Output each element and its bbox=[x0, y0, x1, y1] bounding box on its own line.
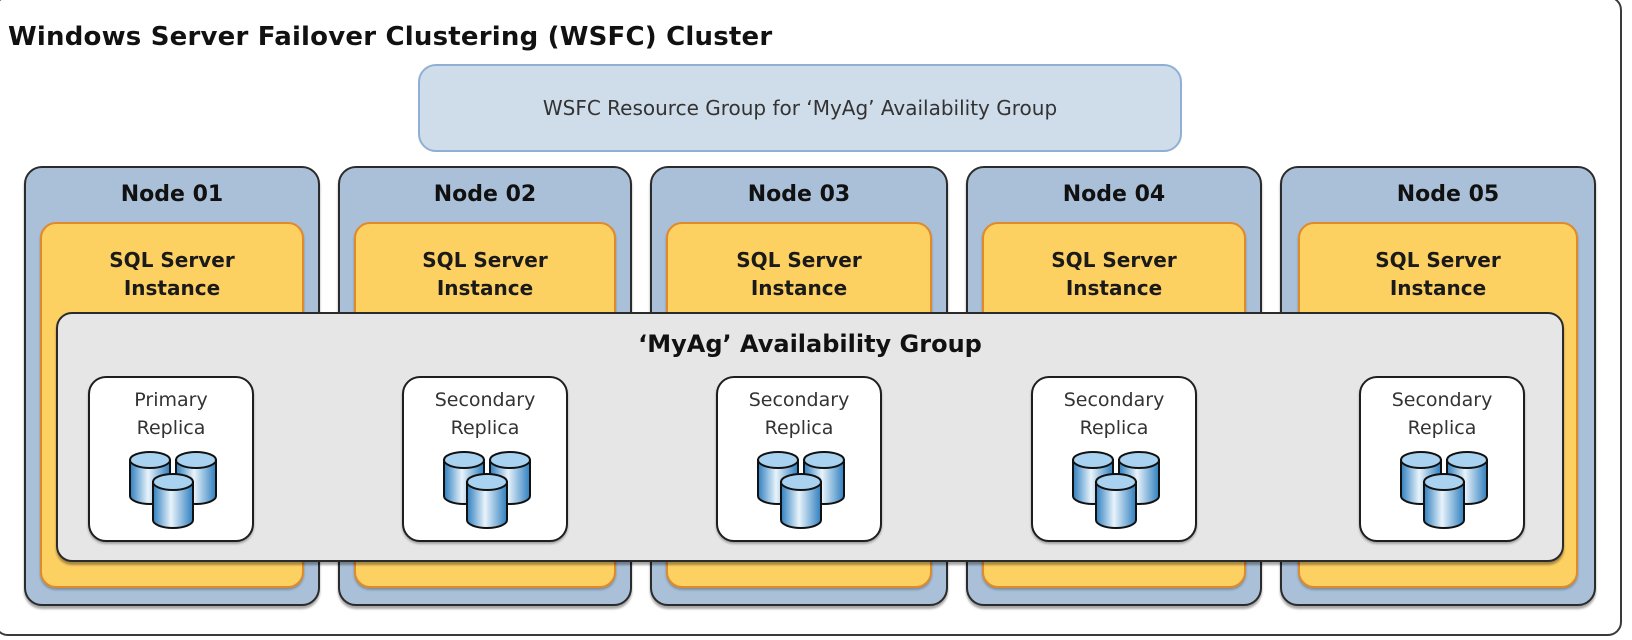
instance-label-line2: Instance bbox=[436, 276, 534, 300]
instance-label-line1: SQL Server bbox=[736, 248, 862, 272]
replica-label: Secondary Replica bbox=[1033, 386, 1195, 442]
database-cylinder bbox=[1095, 473, 1137, 529]
instance-label-line1: SQL Server bbox=[422, 248, 548, 272]
replica-label-line2: Replica bbox=[450, 417, 520, 439]
replica-03: Secondary Replica bbox=[716, 376, 882, 542]
database-stack-icon bbox=[129, 451, 217, 529]
database-cylinder bbox=[1423, 473, 1465, 529]
wsfc-resource-group: WSFC Resource Group for ‘MyAg’ Availabil… bbox=[418, 64, 1182, 152]
database-stack-icon bbox=[1400, 451, 1488, 529]
replica-label-line2: Replica bbox=[1407, 417, 1477, 439]
replica-label-line2: Replica bbox=[1079, 417, 1149, 439]
instance-label-line2: Instance bbox=[1389, 276, 1487, 300]
diagram-title: Windows Server Failover Clustering (WSFC… bbox=[8, 22, 773, 52]
node-label: Node 03 bbox=[747, 182, 851, 207]
replica-01: Primary Replica bbox=[88, 376, 254, 542]
database-cylinder bbox=[152, 473, 194, 529]
replica-label: Secondary Replica bbox=[718, 386, 880, 442]
instance-label-line2: Instance bbox=[123, 276, 221, 300]
replica-02: Secondary Replica bbox=[402, 376, 568, 542]
instance-label-line1: SQL Server bbox=[109, 248, 235, 272]
node-label: Node 04 bbox=[1062, 182, 1166, 207]
node-label: Node 02 bbox=[433, 182, 537, 207]
replica-label-line2: Replica bbox=[136, 417, 206, 439]
replica-label-line1: Secondary bbox=[748, 389, 850, 411]
database-stack-icon bbox=[1072, 451, 1160, 529]
replica-label-line1: Primary bbox=[134, 389, 208, 411]
node-label: Node 01 bbox=[120, 182, 224, 207]
resource-group-label: WSFC Resource Group for ‘MyAg’ Availabil… bbox=[542, 96, 1058, 120]
instance-label: SQL Server Instance bbox=[356, 246, 614, 302]
instance-label-line1: SQL Server bbox=[1051, 248, 1177, 272]
database-stack-icon bbox=[443, 451, 531, 529]
instance-label: SQL Server Instance bbox=[1300, 246, 1576, 302]
instance-label-line1: SQL Server bbox=[1375, 248, 1501, 272]
replica-05: Secondary Replica bbox=[1359, 376, 1525, 542]
database-cylinder bbox=[466, 473, 508, 529]
replica-label-line2: Replica bbox=[764, 417, 834, 439]
availability-group-title: ‘MyAg’ Availability Group bbox=[638, 330, 982, 358]
replica-label-line1: Secondary bbox=[1063, 389, 1165, 411]
database-cylinder bbox=[780, 473, 822, 529]
instance-label: SQL Server Instance bbox=[984, 246, 1244, 302]
database-stack-icon bbox=[757, 451, 845, 529]
replica-label-line1: Secondary bbox=[1391, 389, 1493, 411]
replica-label: Primary Replica bbox=[90, 386, 252, 442]
node-label: Node 05 bbox=[1396, 182, 1500, 207]
replica-label: Secondary Replica bbox=[404, 386, 566, 442]
replica-label: Secondary Replica bbox=[1361, 386, 1523, 442]
instance-label: SQL Server Instance bbox=[668, 246, 930, 302]
instance-label-line2: Instance bbox=[750, 276, 848, 300]
replica-04: Secondary Replica bbox=[1031, 376, 1197, 542]
instance-label: SQL Server Instance bbox=[42, 246, 302, 302]
replica-label-line1: Secondary bbox=[434, 389, 536, 411]
instance-label-line2: Instance bbox=[1065, 276, 1163, 300]
